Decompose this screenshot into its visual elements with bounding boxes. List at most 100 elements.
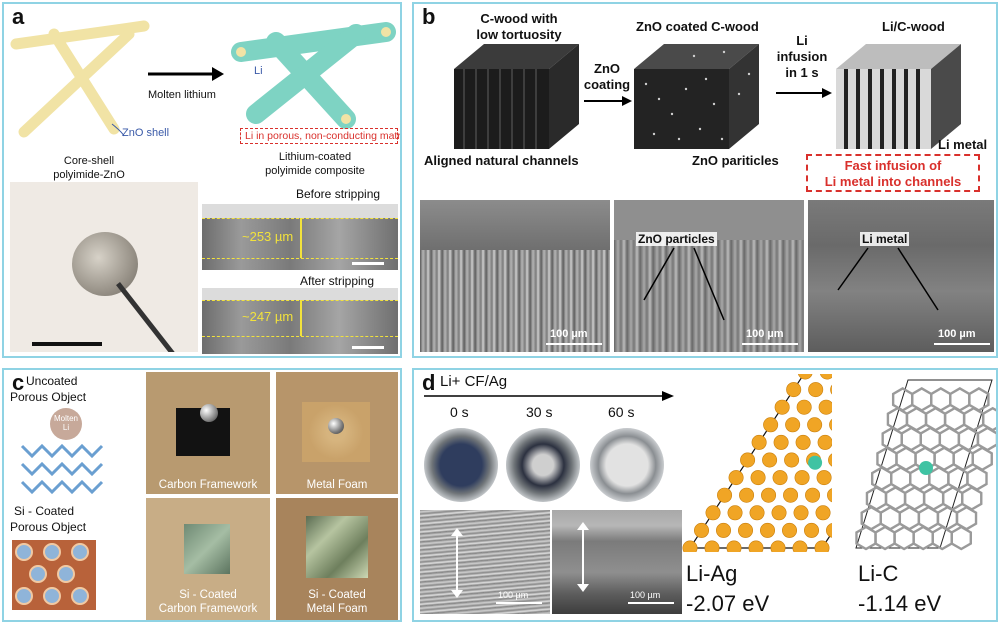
ag-atom [805, 487, 821, 503]
si-coated-foam-label-1: Si - Coated [308, 589, 366, 601]
arrow-right-icon [148, 67, 224, 81]
panel-d: d Li+ CF/Ag 0 s 30 s 60 s 100 µm 100 µm … [412, 368, 998, 622]
li-c-label: Li-C [858, 561, 899, 586]
carbon-ring [931, 525, 953, 551]
uncoated-porous-illustration [20, 408, 104, 495]
li-c-wood-block [836, 44, 961, 149]
fast-infusion-line-1: Fast infusion of [844, 158, 942, 173]
carbon-ring [860, 505, 882, 531]
carbon-ring [971, 446, 993, 472]
carbon-ring [886, 406, 909, 432]
ag-atom [816, 470, 832, 486]
ag-atom [828, 453, 832, 467]
scale-label: 100 µm [630, 590, 661, 600]
scale-label: 100 µm [938, 328, 976, 340]
after-stripping-label: After stripping [300, 274, 375, 288]
molten-li-label-1: Molten [53, 414, 78, 423]
arrow-right-icon [776, 88, 832, 98]
panel-b-label: b [422, 4, 436, 29]
ag-atom [829, 418, 832, 431]
lithium-coated-rods-illustration [231, 22, 396, 129]
ag-atom [795, 434, 811, 450]
coin-cell-30s [506, 428, 580, 502]
panel-c-label: c [12, 370, 25, 395]
carbon-ring [947, 466, 969, 491]
time-60s: 60 s [608, 404, 635, 420]
fast-infusion-line-2: Li metal into channels [824, 174, 962, 189]
block1-title-2: low tortuosity [476, 27, 562, 42]
panel-a: a ZnO shell Molten lithium Li Li in poro… [2, 2, 402, 358]
carbon-ring [865, 486, 888, 511]
carbon-ring [968, 387, 990, 412]
ag-atom [728, 470, 744, 486]
metal-foam-label: Metal Foam [306, 479, 368, 491]
ag-atom [739, 487, 755, 503]
coin-cell-0s [424, 428, 498, 502]
time-30s: 30 s [526, 404, 553, 420]
ag-atom [771, 505, 787, 521]
ag-atom [830, 384, 832, 395]
carbon-ring [898, 505, 921, 531]
ag-atom [782, 522, 798, 538]
arrow2-label-3: in 1 s [785, 65, 819, 80]
li-c-lattice [855, 379, 996, 551]
arrow1-label-2: coating [583, 77, 631, 92]
thickness-before: ~253 µm [242, 229, 294, 244]
ag-atom [804, 522, 820, 538]
carbon-ring [879, 505, 902, 531]
ag-atom [694, 522, 710, 538]
ag-atom [726, 540, 742, 552]
ag-atom [815, 505, 831, 521]
time-0s: 0 s [450, 404, 469, 420]
coated-label-1: Si - Coated [14, 504, 75, 518]
panel-b: b C-wood with low tortuosity ZnO coated … [412, 2, 998, 358]
li-ag-lattice [682, 374, 832, 552]
ag-atom [819, 374, 832, 380]
carbon-ring [900, 426, 922, 452]
carbon-ring [922, 486, 945, 511]
sem-zno-coated: ZnO particles 100 µm [614, 200, 804, 352]
ag-atom [783, 487, 799, 503]
ag-atom [738, 522, 754, 538]
li-atom [919, 461, 933, 475]
carbon-ring [874, 525, 896, 551]
li-atom [808, 455, 823, 470]
ag-atom [784, 452, 800, 468]
sem-before-infusion: 100 µm [420, 510, 550, 614]
arrow2-label-2: infusion [776, 49, 828, 64]
ag-atom [717, 487, 733, 503]
carbon-ring [930, 387, 952, 412]
scale-label: 100 µm [746, 328, 784, 340]
ag-atom [716, 522, 732, 538]
carbon-ring [919, 426, 942, 452]
molten-lithium-label: Molten lithium [148, 89, 216, 101]
carbon-ring [903, 486, 926, 511]
ag-atom [770, 540, 786, 552]
double-arrow-icon [577, 522, 589, 592]
carbon-ring [893, 525, 915, 551]
li-ag-label: Li-Ag [686, 561, 738, 586]
ag-atom [760, 522, 776, 538]
block1-title-1: C-wood with [480, 11, 558, 26]
ag-atom [749, 505, 765, 521]
li-metal-label: Li metal [938, 137, 988, 152]
coated-label-2: Porous Object [10, 520, 87, 534]
carbon-ring [943, 406, 966, 432]
ag-atom [826, 523, 832, 538]
before-stripping-label: Before stripping [296, 187, 381, 201]
aligned-channels-label: Aligned natural channels [424, 153, 579, 168]
core-shell-rods-illustration [10, 20, 150, 138]
carbon-framework-label: Carbon Framework [158, 479, 258, 491]
thickness-after: ~247 µm [242, 309, 294, 324]
cell-outline [855, 379, 993, 549]
arrow1-label-1: ZnO [594, 61, 620, 76]
carbon-ring [895, 446, 917, 472]
zno-pariticles-label: ZnO pariticles [692, 153, 779, 168]
li-ag-energy: -2.07 eV [686, 591, 770, 616]
panel-a-label: a [12, 4, 25, 29]
c-wood-block [454, 44, 579, 149]
right-caption-2: polyimide composite [265, 165, 365, 177]
zno-coated-wood-block [634, 44, 759, 149]
carbon-ring [950, 525, 972, 551]
carbon-ring [938, 426, 961, 452]
